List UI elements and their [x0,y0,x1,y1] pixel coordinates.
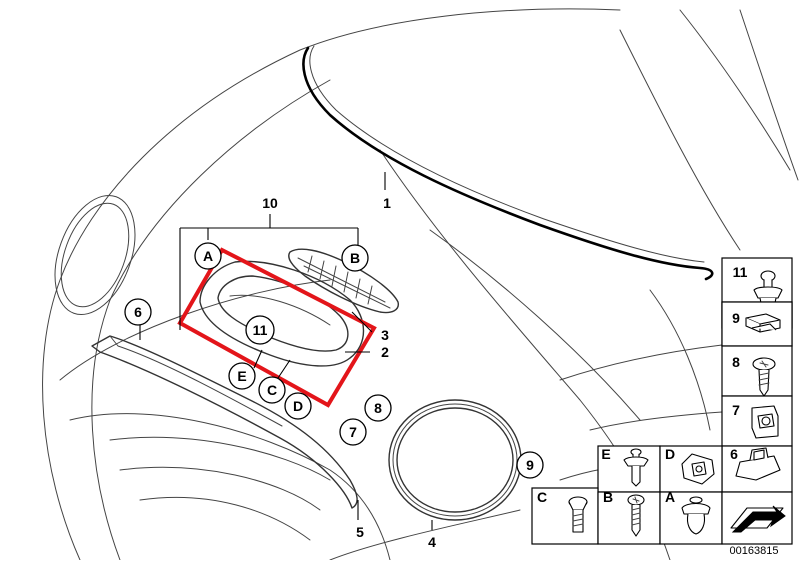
diagram-id: 00163815 [730,545,779,557]
diagram-arrow-icon [730,505,786,533]
push-rivet-icon [623,448,649,487]
callout-circle-E [228,362,256,390]
callouts: 10 1 3 2 4 5 A B 11 6 E C D 8 7 9 [124,195,544,550]
callout-circle-D [284,392,312,420]
callout-A: A [203,248,213,264]
callout-circle-A [194,242,222,270]
legend-label-7: 7 [732,402,740,418]
callout-1: 1 [383,195,391,211]
leader-lines [139,172,433,530]
legend-label-9: 9 [732,310,740,326]
highlight-frame [177,247,377,408]
callout-circle-C [258,376,286,404]
lower-trim-strip [91,335,358,509]
callout-4: 4 [428,534,436,550]
light-ring [388,399,522,521]
legend-label-8: 8 [732,354,740,370]
callout-10: 10 [262,195,278,211]
callout-C: C [267,382,277,398]
screw-icon [752,357,776,397]
countersunk-screw-icon [568,496,588,533]
callout-3: 3 [381,327,389,343]
legend-label-E: E [601,446,610,462]
legend-column: 11 9 8 7 6 [531,257,793,545]
hood-seal-strip [302,45,714,281]
callout-2: 2 [381,344,389,360]
pan-screw-icon [627,494,645,537]
callout-D: D [293,398,303,414]
bracket-clip-icon [735,447,781,481]
callout-circle-11 [245,315,275,345]
expansion-rivet-icon [681,496,711,535]
nut-clip-icon [751,405,779,439]
spring-nut-icon [681,453,715,485]
legend-cell-E [597,445,661,493]
legend-cell-8 [721,345,793,397]
legend-label-B: B [603,489,613,505]
callout-9: 9 [526,457,534,473]
callout-E: E [237,368,246,384]
callout-circle-B [341,244,369,272]
legend-cell-C [531,487,599,545]
callout-circle-9 [516,451,544,479]
legend-label-D: D [665,446,675,462]
callout-5: 5 [356,524,364,540]
legend-label-11: 11 [733,264,748,280]
legend-label-A: A [665,489,675,505]
callout-11: 11 [253,322,268,338]
legend-label-C: C [537,489,547,505]
air-intake-trim [199,260,365,367]
callout-circle-6 [124,298,152,326]
clip-icon [745,313,781,333]
callout-circle-7 [339,418,367,446]
callout-7: 7 [349,424,357,440]
car-outline [42,8,799,561]
legend-label-6: 6 [730,446,738,462]
callout-8: 8 [374,400,382,416]
callout-B: B [350,250,360,266]
callout-6: 6 [134,304,142,320]
leader-bracket-10 [179,214,359,330]
callout-circle-8 [364,394,392,422]
left-headlamp [54,194,136,316]
